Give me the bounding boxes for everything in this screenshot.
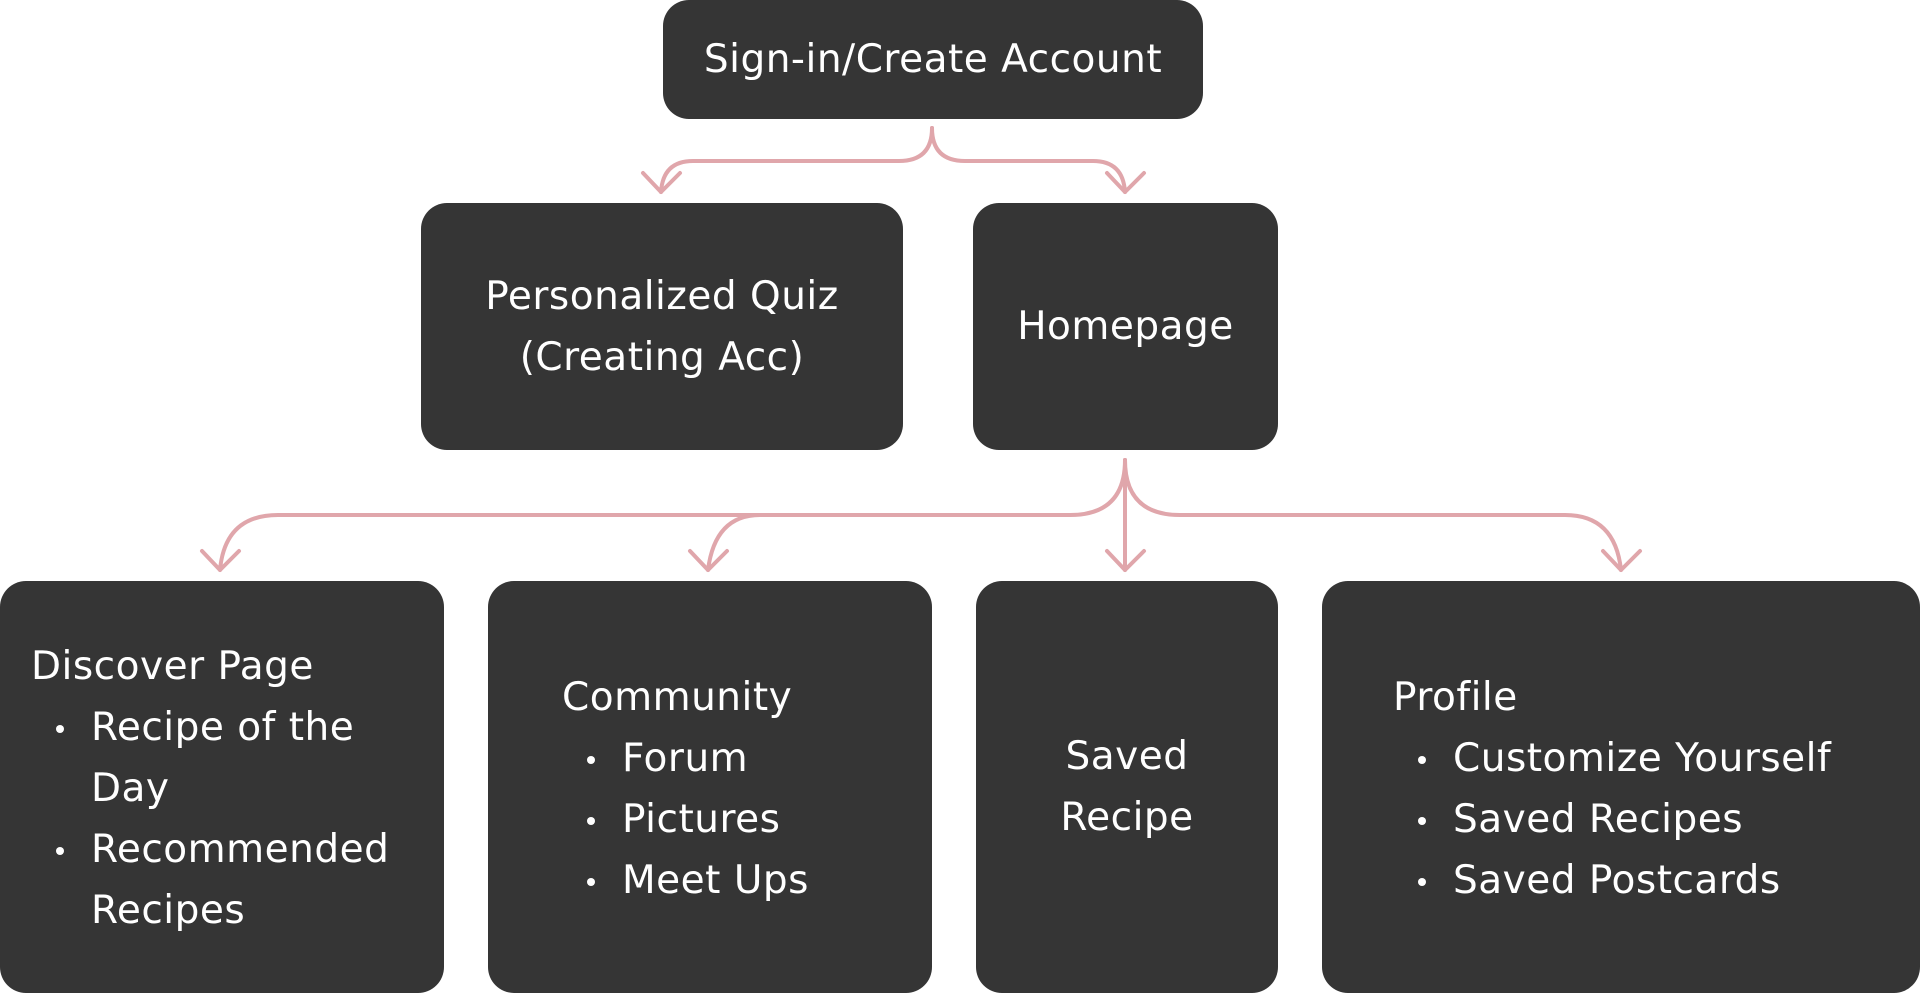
discover-list: Recipe of the Day Recommended Recipes	[31, 697, 434, 941]
discover-item: Recipe of the Day	[31, 697, 434, 819]
edge-signin-to-quiz	[659, 126, 934, 194]
discover-node: Discover Page Recipe of the Day Recommen…	[0, 581, 444, 993]
community-content: Community Forum Pictures Meet Ups	[562, 667, 809, 911]
arrowhead-profile	[1601, 549, 1642, 572]
edge-homepage-to-discover	[218, 458, 1127, 572]
profile-item: Saved Recipes	[1393, 789, 1831, 850]
profile-item: Customize Yourself	[1393, 728, 1831, 789]
discover-item: Recommended Recipes	[31, 819, 434, 941]
profile-content: Profile Customize Yourself Saved Recipes…	[1393, 667, 1831, 911]
quiz-title-line2: (Creating Acc)	[519, 334, 805, 380]
edge-signin-to-homepage	[930, 126, 1127, 194]
homepage-node: Homepage	[973, 203, 1278, 450]
saved-title-line1: Saved	[1065, 734, 1189, 779]
signin-title: Sign-in/Create Account	[703, 37, 1163, 82]
community-list: Forum Pictures Meet Ups	[562, 728, 809, 911]
edge-homepage-to-community	[706, 513, 762, 572]
homepage-title: Homepage	[1017, 304, 1234, 349]
profile-list: Customize Yourself Saved Recipes Saved P…	[1393, 728, 1831, 911]
profile-item: Saved Postcards	[1393, 850, 1831, 911]
profile-title: Profile	[1393, 675, 1518, 720]
community-item: Pictures	[562, 789, 809, 850]
profile-node: Profile Customize Yourself Saved Recipes…	[1322, 581, 1920, 993]
discover-content: Discover Page Recipe of the Day Recommen…	[31, 636, 434, 941]
arrowhead-discover	[200, 549, 241, 572]
arrowhead-quiz	[641, 171, 682, 194]
arrowhead-saved	[1105, 549, 1146, 572]
community-node: Community Forum Pictures Meet Ups	[488, 581, 932, 993]
arrowhead-homepage	[1105, 171, 1146, 194]
quiz-title-line1: Personalized Quiz	[485, 273, 839, 319]
signin-node: Sign-in/Create Account	[663, 0, 1203, 119]
community-title: Community	[562, 675, 793, 720]
community-item: Forum	[562, 728, 809, 789]
quiz-node: Personalized Quiz (Creating Acc)	[421, 203, 903, 450]
saved-recipe-node: Saved Recipe	[976, 581, 1278, 993]
edge-homepage-to-profile	[1123, 458, 1623, 572]
saved-title-line2: Recipe	[1060, 795, 1194, 840]
discover-title: Discover Page	[31, 644, 314, 689]
arrowhead-community	[688, 549, 729, 572]
community-item: Meet Ups	[562, 850, 809, 911]
